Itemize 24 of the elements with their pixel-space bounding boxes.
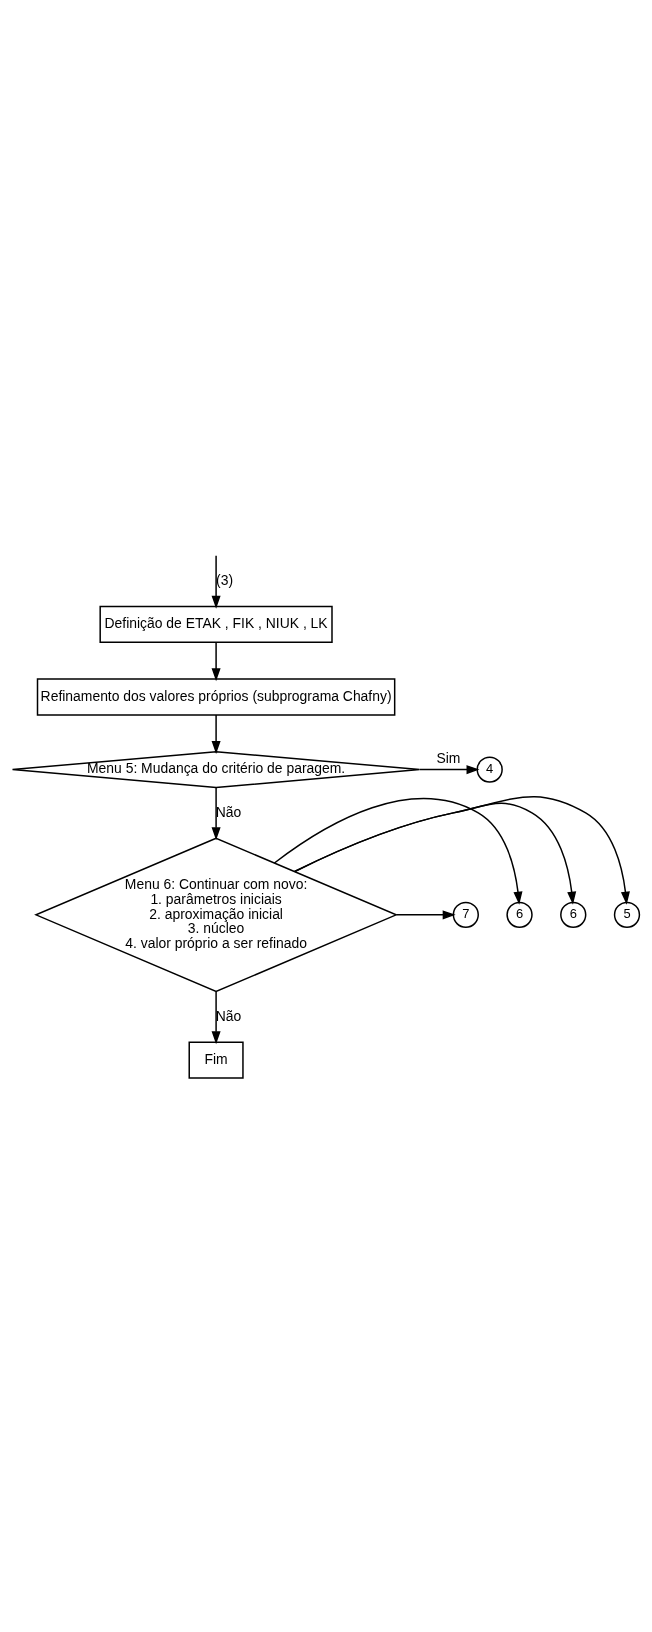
node-circle: 7 [452, 901, 479, 928]
node-diamond: Menu 5: Mudança do critério de paragem. [11, 750, 421, 788]
arrow [211, 786, 221, 840]
edge-label: Sim [436, 749, 461, 766]
node-box: Definição de ETAK , FIK , NIUK , LK [99, 605, 333, 643]
node-circle: 6 [560, 901, 587, 928]
node-box: Fim [188, 1040, 244, 1079]
node-circle: 5 [613, 901, 641, 928]
arrow [395, 909, 456, 919]
node-box: Refinamento dos valores próprios (subprograma Chafny) [36, 677, 396, 716]
arrow [211, 990, 221, 1044]
arrow [273, 797, 523, 905]
node-diamond: Menu 6: Continuar com novo: 1. parâmetros iniciais 2. aproximação inicial 3. núcleo 4. valor próprio a ser refinado [34, 836, 399, 992]
arrow [293, 795, 630, 905]
arrow [419, 764, 480, 774]
node-circle: 4 [476, 755, 503, 783]
node-circle: 6 [506, 901, 533, 928]
edge-label: (3) [216, 571, 234, 588]
edge-label: Não [215, 803, 242, 820]
arrow [211, 641, 221, 681]
arrow [211, 554, 221, 609]
arrow [293, 802, 577, 905]
arrow [211, 713, 221, 754]
edge-label: Não [215, 1007, 242, 1024]
